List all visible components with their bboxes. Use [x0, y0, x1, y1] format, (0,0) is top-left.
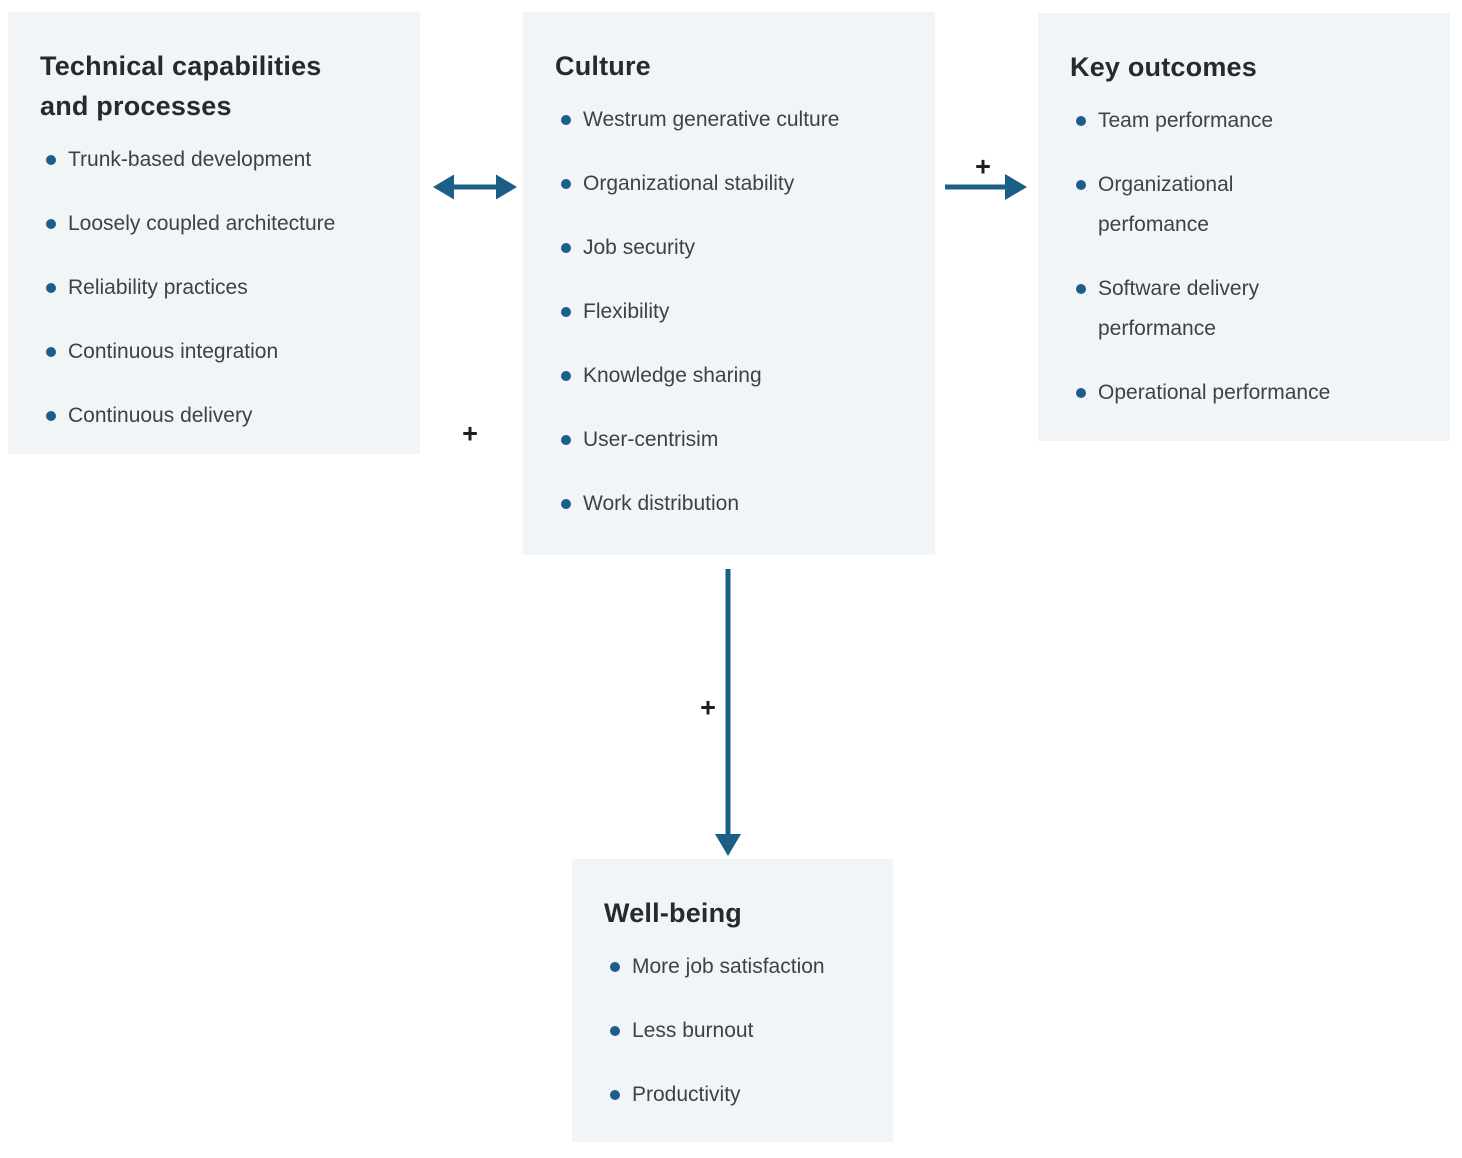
list-item: Westrum generative culture	[555, 100, 903, 140]
arrow-down-icon	[715, 569, 741, 856]
culture-title: Culture	[555, 51, 651, 81]
list-item: Organizational perfomance	[1070, 165, 1418, 245]
list-item: Loosely coupled architecture	[40, 204, 388, 244]
plus-label-culture-wellbeing: +	[700, 692, 716, 723]
list-item: Job security	[555, 228, 903, 268]
list-item: Software delivery performance	[1070, 269, 1418, 349]
list-item: Team performance	[1070, 101, 1418, 141]
list-item: More job satisfaction	[604, 947, 861, 987]
list-item: Operational performance	[1070, 373, 1418, 413]
list-item: Less burnout	[604, 1011, 861, 1051]
list-item: Productivity	[604, 1075, 861, 1115]
plus-label-technical-culture: +	[462, 418, 478, 449]
plus-label-culture-outcomes: +	[975, 151, 991, 182]
list-item: Continuous integration	[40, 332, 388, 372]
technical-capabilities-box: Technical capabilities and processes Tru…	[8, 12, 420, 454]
key-outcomes-title: Key outcomes	[1070, 52, 1257, 82]
list-item: Organizational stability	[555, 164, 903, 204]
double-arrow-icon	[433, 174, 517, 200]
list-item: Reliability practices	[40, 268, 388, 308]
technical-capabilities-title: Technical capabilities and processes	[40, 51, 322, 121]
well-being-title: Well-being	[604, 898, 743, 928]
list-item: Continuous delivery	[40, 396, 388, 436]
list-item: Trunk-based development	[40, 140, 388, 180]
list-item: Flexibility	[555, 292, 903, 332]
list-item: User-centrisim	[555, 420, 903, 460]
list-item: Work distribution	[555, 484, 903, 524]
list-item: Knowledge sharing	[555, 356, 903, 396]
